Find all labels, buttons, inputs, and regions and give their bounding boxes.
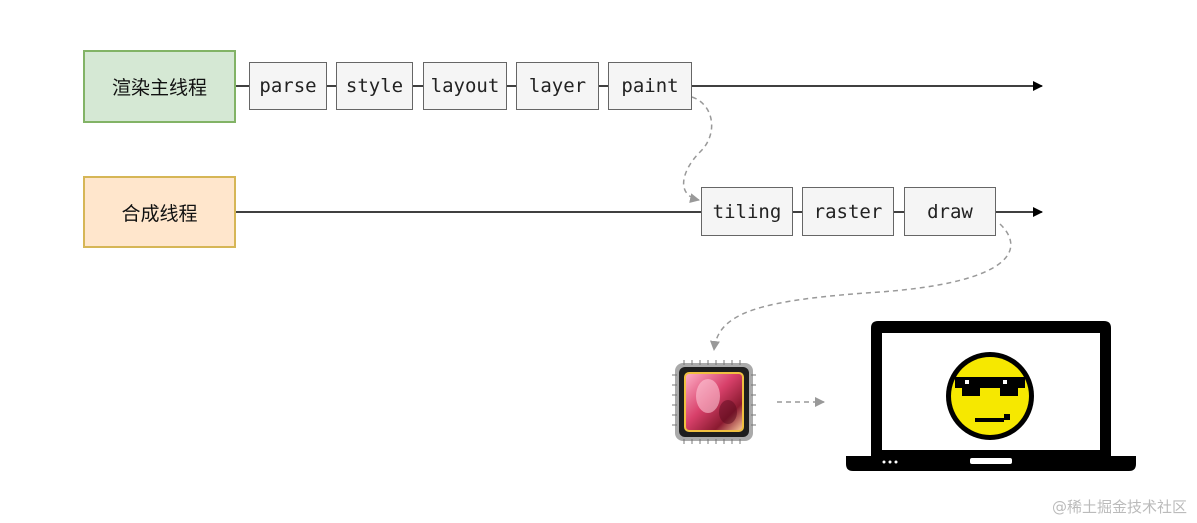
main-thread-box: 渲染主线程 [83, 50, 236, 123]
compositor-thread-box: 合成线程 [83, 176, 236, 248]
step-raster: raster [802, 187, 894, 236]
main-thread-label: 渲染主线程 [111, 77, 207, 99]
draw-to-gpu-connector [709, 223, 1012, 351]
step-style: style [336, 62, 413, 110]
step-tiling: tiling [701, 187, 793, 236]
step-layout: layout [423, 62, 507, 110]
step-layer: layer [516, 62, 599, 110]
gpu-chip-icon [672, 360, 756, 444]
paint-to-tiling-connector [682, 96, 713, 204]
step-draw: draw [904, 187, 996, 236]
watermark-text: @稀土掘金技术社区 [1051, 498, 1187, 516]
step-paint: paint [608, 62, 692, 110]
cool-smiley-icon [946, 352, 1034, 440]
step-parse: parse [249, 62, 327, 110]
compositor-thread-label: 合成线程 [121, 202, 198, 225]
